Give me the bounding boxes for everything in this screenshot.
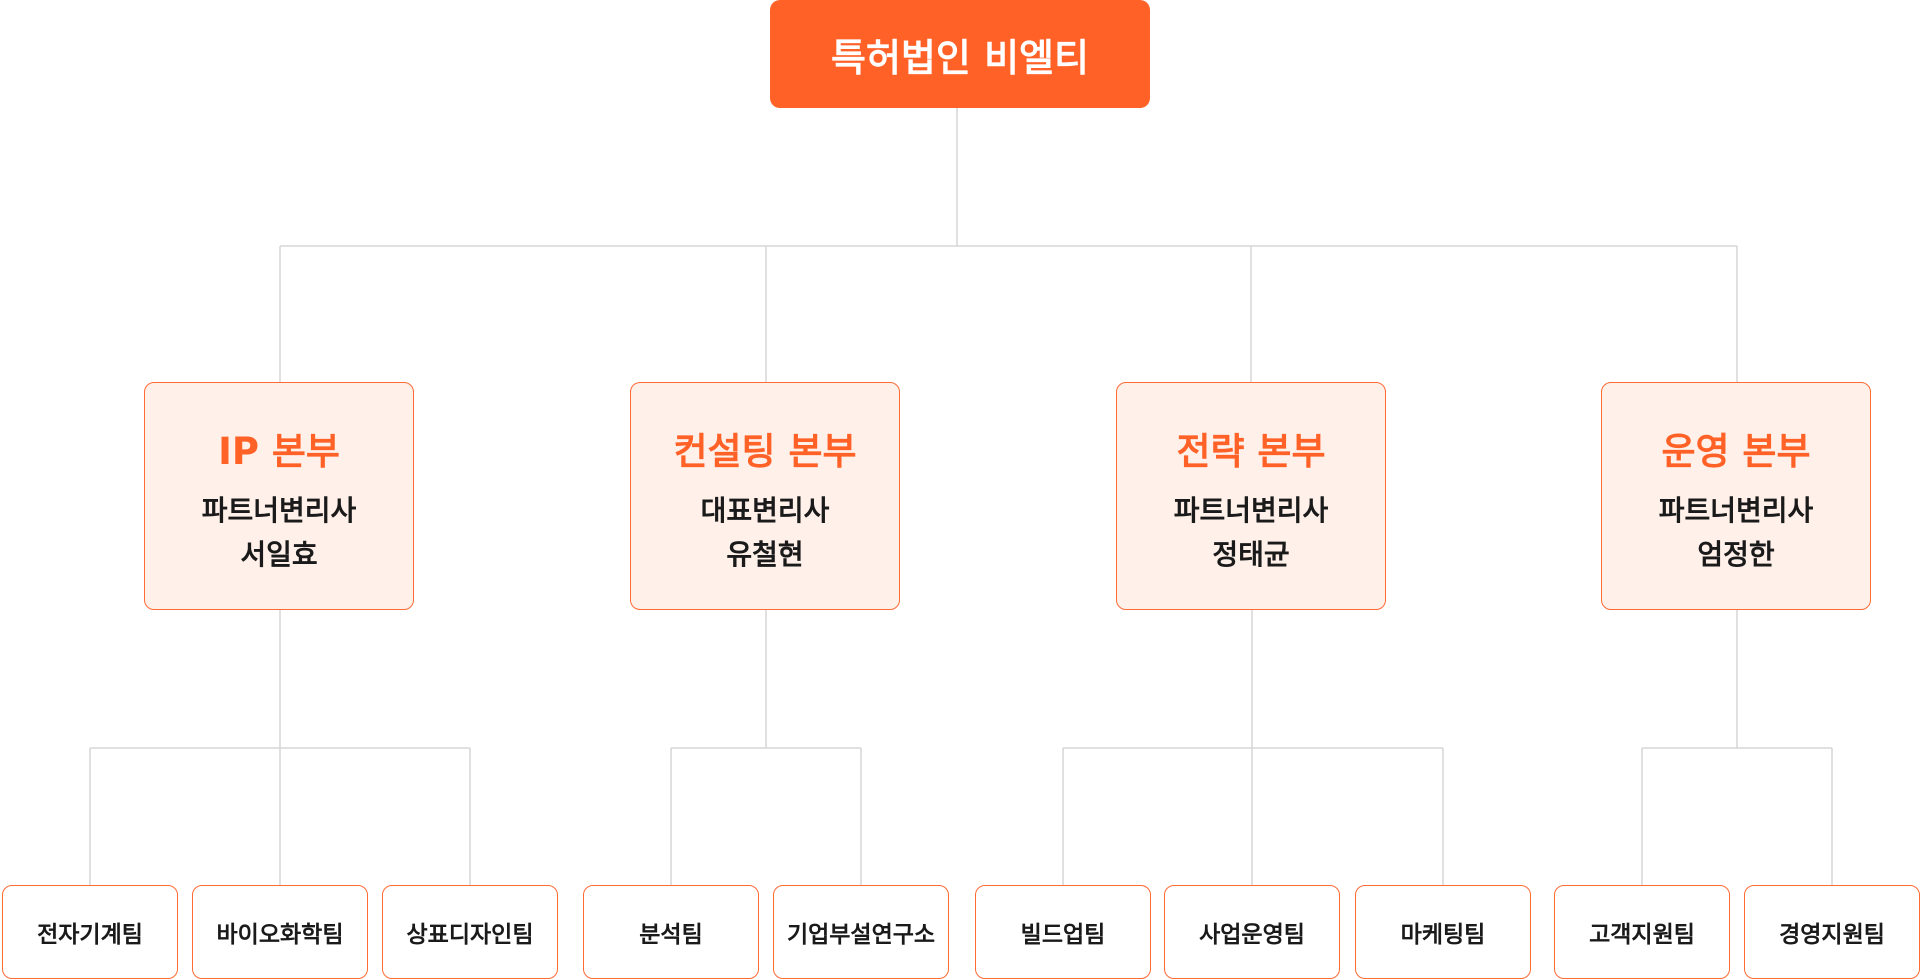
division-title: 운영 본부 [1661, 430, 1811, 473]
root-node: 특허법인 비엘티 [770, 0, 1150, 108]
team-node: 사업운영팀 [1164, 885, 1340, 979]
team-node: 바이오화학팀 [192, 885, 368, 979]
division-consulting: 컨설팅 본부 대표변리사 유철현 [630, 382, 900, 610]
division-head-name: 엄정한 [1697, 538, 1775, 571]
division-head-role: 파트너변리사 [1658, 494, 1814, 527]
division-operations: 운영 본부 파트너변리사 엄정한 [1601, 382, 1871, 610]
team-label: 빌드업팀 [1020, 922, 1106, 948]
division-title: 컨설팅 본부 [673, 430, 857, 473]
team-label: 분석팀 [639, 922, 703, 948]
team-node: 빌드업팀 [975, 885, 1151, 979]
team-node: 상표디자인팀 [382, 885, 558, 979]
division-strategy: 전략 본부 파트너변리사 정태균 [1116, 382, 1386, 610]
team-label: 마케팅팀 [1400, 922, 1486, 948]
team-node: 기업부설연구소 [773, 885, 949, 979]
team-node: 분석팀 [583, 885, 759, 979]
division-head-role: 파트너변리사 [1173, 494, 1329, 527]
team-label: 경영지원팀 [1779, 922, 1885, 948]
root-label: 특허법인 비엘티 [831, 35, 1089, 80]
team-node: 마케팅팀 [1355, 885, 1531, 979]
division-head-role: 파트너변리사 [201, 494, 357, 527]
division-head-role: 대표변리사 [700, 494, 830, 527]
team-label: 기업부설연구소 [786, 922, 936, 948]
team-node: 고객지원팀 [1554, 885, 1730, 979]
team-label: 상표디자인팀 [406, 922, 534, 948]
team-label: 전자기계팀 [37, 922, 143, 948]
division-title: IP 본부 [218, 430, 340, 473]
team-node: 전자기계팀 [2, 885, 178, 979]
division-head-name: 유철현 [726, 538, 804, 571]
team-node: 경영지원팀 [1744, 885, 1920, 979]
division-head-name: 서일효 [240, 538, 318, 571]
team-label: 사업운영팀 [1199, 922, 1305, 948]
division-head-name: 정태균 [1212, 538, 1290, 571]
team-label: 바이오화학팀 [216, 922, 344, 948]
division-ip: IP 본부 파트너변리사 서일효 [144, 382, 414, 610]
team-label: 고객지원팀 [1589, 922, 1695, 948]
division-title: 전략 본부 [1176, 430, 1326, 473]
